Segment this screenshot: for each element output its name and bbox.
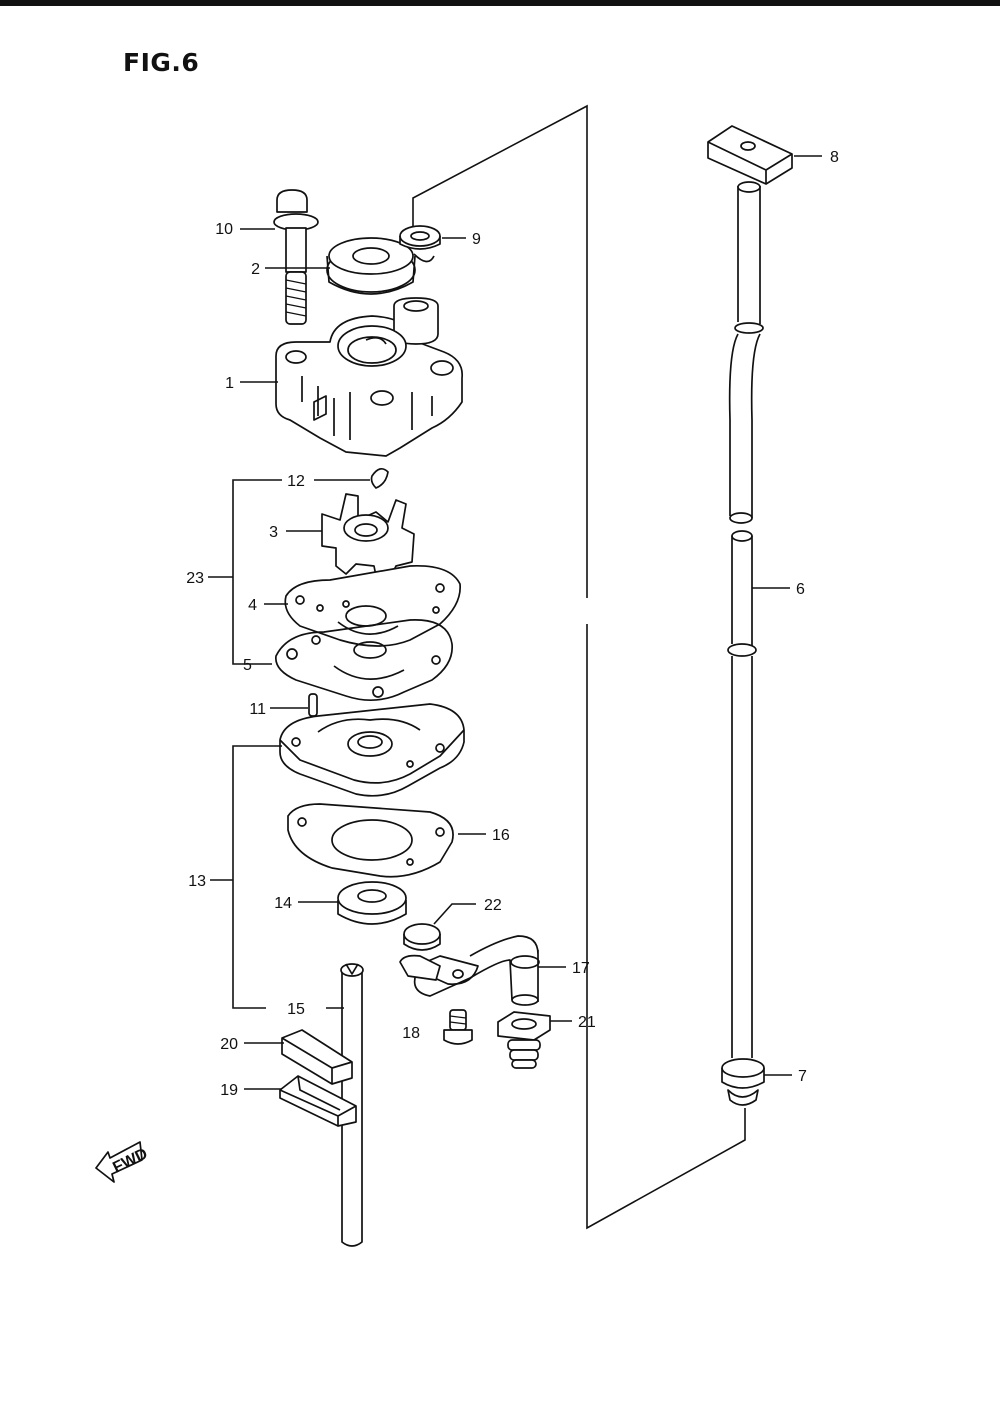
label-4: 4 xyxy=(248,597,257,614)
label-20: 20 xyxy=(220,1036,238,1053)
label-13: 13 xyxy=(188,873,206,890)
label-22: 22 xyxy=(484,897,502,914)
part-8-block xyxy=(707,125,793,185)
label-3: 3 xyxy=(269,524,278,541)
part-5-gasket xyxy=(275,619,453,701)
label-5: 5 xyxy=(243,657,252,674)
part-16-gasket xyxy=(287,803,454,878)
label-11: 11 xyxy=(249,701,266,718)
part-13-plate xyxy=(279,703,465,797)
part-6-hose xyxy=(727,181,764,1058)
leader-lines xyxy=(240,155,822,1090)
part-1-pump-case xyxy=(275,297,464,457)
top-border xyxy=(0,0,1000,6)
label-18: 18 xyxy=(402,1025,420,1042)
label-9: 9 xyxy=(472,231,481,248)
ref-labels: 10 2 9 1 12 3 23 4 5 11 16 13 14 22 17 1… xyxy=(186,149,839,1099)
label-12: 12 xyxy=(287,473,305,490)
figure-title: FIG.6 xyxy=(123,48,200,77)
label-17: 17 xyxy=(572,960,590,977)
part-14-seal xyxy=(337,881,407,925)
label-23: 23 xyxy=(186,570,204,587)
part-11-pin xyxy=(308,693,318,717)
label-10: 10 xyxy=(215,221,233,238)
part-3-impeller xyxy=(321,493,415,587)
part-18-screw xyxy=(443,1009,473,1045)
fwd-arrow-icon: FWD xyxy=(95,1141,150,1183)
assembly-outline xyxy=(412,104,746,1230)
label-7: 7 xyxy=(798,1068,807,1085)
part-20-rubber xyxy=(281,1029,353,1085)
part-9-grommet xyxy=(399,225,441,263)
part-4-plate xyxy=(284,564,461,647)
part-2-seal xyxy=(326,237,416,295)
part-12-key xyxy=(370,467,389,489)
part-17-pipe xyxy=(399,935,540,1006)
part-7-grommet xyxy=(721,1058,765,1106)
label-15: 15 xyxy=(287,1001,305,1018)
part-21-fitting xyxy=(497,1011,551,1069)
label-14: 14 xyxy=(274,895,292,912)
label-6: 6 xyxy=(796,581,805,598)
label-21: 21 xyxy=(578,1014,596,1031)
label-8: 8 xyxy=(830,149,839,166)
label-2: 2 xyxy=(251,261,260,278)
bracket-13 xyxy=(210,745,282,1009)
label-19: 19 xyxy=(220,1082,238,1099)
label-1: 1 xyxy=(225,375,234,392)
bracket-23 xyxy=(208,479,282,665)
part-10-bolt xyxy=(273,189,319,325)
part-19-rubber xyxy=(279,1075,357,1127)
part-22-grommet xyxy=(403,923,441,951)
label-16: 16 xyxy=(492,827,510,844)
